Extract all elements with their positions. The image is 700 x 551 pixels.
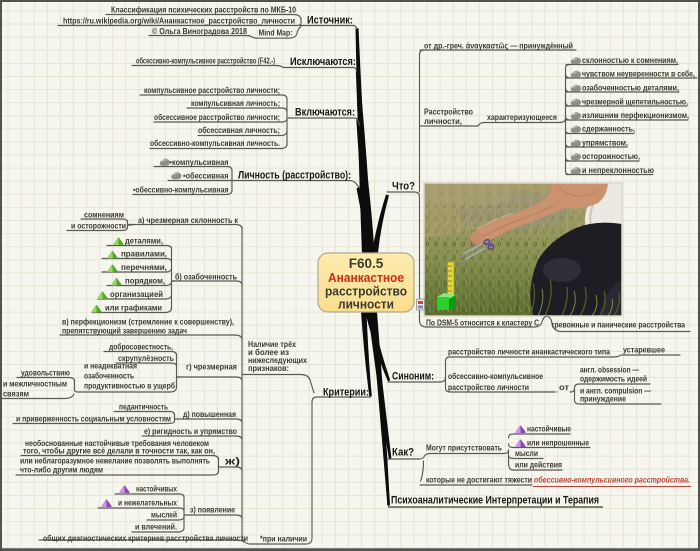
- svg-text:перечнями,: перечнями,: [121, 262, 167, 272]
- svg-text:з) появление: з) появление: [190, 505, 235, 515]
- svg-text:в) перфекционизм (стремление к: в) перфекционизм (стремление к совершенс…: [62, 317, 234, 327]
- svg-text:настойчивых: настойчивых: [136, 484, 177, 494]
- svg-text:одержимость идеей: одержимость идеей: [580, 374, 647, 384]
- svg-text:Наличие трёх: Наличие трёх: [248, 339, 296, 349]
- svg-text:Mind Map:: Mind Map:: [259, 28, 293, 38]
- svg-text:и неадекватная: и неадекватная: [84, 361, 137, 371]
- svg-text:•компульсивная: •компульсивная: [170, 157, 229, 167]
- svg-text:По DSM-5 относится к кластеру: По DSM-5 относится к кластеру C: [426, 318, 539, 328]
- svg-text:б) озабоченность: б) озабоченность: [175, 272, 237, 282]
- svg-text:мыслей: мыслей: [151, 510, 177, 520]
- svg-text:обсессивно-компульсивное расст: обсессивно-компульсивное расстройство (F…: [136, 56, 275, 66]
- svg-text:устаревшее: устаревшее: [623, 345, 665, 355]
- svg-text:мысли: мысли: [515, 448, 538, 458]
- svg-text:правилами,: правилами,: [121, 249, 167, 259]
- svg-text:Включаются:: Включаются:: [295, 107, 355, 119]
- svg-text:необоснованные настойчивые тре: необоснованные настойчивые требования че…: [25, 438, 209, 448]
- svg-text:Классификация психических расс: Классификация психических расстройств по…: [111, 5, 296, 15]
- svg-text:или графиками: или графиками: [105, 303, 162, 313]
- svg-text:расстройство личности: расстройство личности: [448, 382, 529, 392]
- svg-text:Могут присутствовать: Могут присутствовать: [426, 443, 502, 453]
- svg-text:что-либо другим людям: что-либо другим людям: [20, 465, 103, 475]
- svg-text:обессивно-компульсивного расст: обессивно-компульсивного расстройства.: [534, 475, 690, 485]
- svg-text:и приверженность социальным ус: и приверженность социальным условностям: [16, 414, 171, 424]
- svg-text:от др.-греч. ἀναγκαστῶς — прин: от др.-греч. ἀναγκαστῶς — принуждённый: [424, 41, 573, 51]
- svg-text:чувством неуверенности в себе,: чувством неуверенности в себе,: [582, 69, 695, 79]
- svg-text:•обессивно-компульсивная: •обессивно-компульсивная: [133, 185, 229, 195]
- svg-text:обсессивно-компульсивная лично: обсессивно-компульсивная личность.: [150, 138, 280, 148]
- svg-text:расстройство личности ананкаст: расстройство личности ананкастического т…: [448, 347, 610, 357]
- svg-text:ж): ж): [224, 457, 240, 468]
- svg-text:общих диагностических критерие: общих диагностических критериев расстрой…: [43, 533, 248, 543]
- svg-text:г) чрезмерная: г) чрезмерная: [186, 362, 237, 372]
- svg-text:или непрошенные: или непрошенные: [527, 438, 589, 448]
- svg-text:обсессивная личность;: обсессивная личность;: [198, 125, 280, 135]
- svg-text:Ананкастное: Ананкастное: [328, 270, 404, 285]
- svg-text:и влечений.: и влечений.: [135, 522, 177, 532]
- svg-text:удовольствию: удовольствию: [21, 368, 70, 378]
- svg-text:озабоченностью деталями,: озабоченностью деталями,: [582, 83, 679, 93]
- svg-text:продуктивностью в ущерб: продуктивностью в ущерб: [84, 381, 175, 391]
- svg-text:и нежелательных: и нежелательных: [118, 498, 177, 508]
- svg-text:от: от: [559, 382, 569, 392]
- svg-text:порядком,: порядком,: [125, 276, 165, 286]
- svg-text:Что?: Что?: [392, 181, 415, 193]
- svg-text:и осторожности: и осторожности: [71, 221, 126, 231]
- svg-text:и непреклонностью: и непреклонностью: [582, 165, 654, 175]
- svg-text:обсессивное расстройство лично: обсессивное расстройство личности;: [154, 112, 280, 122]
- svg-text:а) чрезмерная склонность к: а) чрезмерная склонность к: [138, 215, 239, 225]
- svg-text:признаков:: признаков:: [248, 363, 289, 373]
- svg-text:Источник:: Источник:: [307, 15, 353, 27]
- svg-text:педантичность: педантичность: [119, 402, 168, 412]
- svg-text:•обессивная: •обессивная: [183, 171, 229, 181]
- svg-text:или неблагоразумное нежелание: или неблагоразумное нежелание позволять …: [20, 456, 210, 466]
- svg-text:настойчивые: настойчивые: [527, 424, 571, 434]
- svg-text:д) повышенная: д) повышенная: [183, 409, 236, 419]
- svg-text:сомнениям: сомнениям: [84, 210, 124, 220]
- svg-text:расстройство: расстройство: [325, 284, 407, 299]
- svg-text:личности: личности: [338, 297, 394, 312]
- svg-text:добросовестность,: добросовестность,: [109, 342, 173, 352]
- svg-text:Синоним:: Синоним:: [392, 371, 434, 383]
- svg-text:сдержанность,: сдержанность,: [582, 124, 635, 134]
- svg-text:нижеследующих: нижеследующих: [248, 355, 307, 365]
- svg-text:личности,: личности,: [424, 116, 462, 126]
- svg-text:тревожные и панические расстро: тревожные и панические расстройства: [551, 320, 685, 330]
- svg-text:Как?: Как?: [392, 447, 414, 459]
- svg-text:склонностью к сомнениям,: склонностью к сомнениям,: [582, 55, 678, 65]
- svg-text:F60.5: F60.5: [349, 256, 384, 271]
- svg-text:принуждение: принуждение: [580, 394, 626, 404]
- svg-text:чрезмерной щепетильностью,: чрезмерной щепетильностью,: [582, 97, 688, 107]
- svg-text:*при наличии: *при наличии: [260, 534, 307, 544]
- svg-text:обсессивно-компульсивное: обсессивно-компульсивное: [448, 371, 543, 381]
- svg-text:препятствующий завершению зада: препятствующий завершению задач: [62, 326, 187, 336]
- svg-text:излишним перфекционизмом,: излишним перфекционизмом,: [582, 110, 689, 120]
- svg-text:или действия: или действия: [515, 460, 562, 470]
- svg-text:связям: связям: [3, 389, 29, 399]
- svg-text:того, чтобы другие всё делали: того, чтобы другие всё делали в точности…: [23, 446, 215, 456]
- svg-text:организацией: организацией: [110, 289, 163, 299]
- svg-text:компульсивная личность;: компульсивная личность;: [191, 98, 280, 108]
- svg-text:Психоаналитические Интерпретац: Психоаналитические Интерпретации и Терап…: [391, 495, 599, 507]
- svg-text:характеризующееся: характеризующееся: [487, 112, 557, 122]
- svg-text:е) ригидность и упрямство: е) ригидность и упрямство: [144, 426, 237, 436]
- svg-text:англ. obsession —: англ. obsession —: [580, 365, 639, 375]
- svg-text:и межличностным: и межличностным: [3, 379, 67, 389]
- svg-text:скрупулёзность: скрупулёзность: [118, 353, 174, 363]
- svg-text:Расстройство: Расстройство: [424, 107, 473, 117]
- svg-text:упрямством,: упрямством,: [582, 138, 628, 148]
- svg-text:Критерии:: Критерии:: [323, 387, 369, 399]
- svg-text:компульсивное расстройство лич: компульсивное расстройство личности;: [144, 85, 280, 95]
- svg-text:Исключаются:: Исключаются:: [290, 56, 356, 68]
- svg-text:которые не достигают тяжести: которые не достигают тяжести: [426, 475, 532, 485]
- svg-text:озабоченность: озабоченность: [84, 371, 134, 381]
- svg-text:и более из: и более из: [248, 347, 289, 357]
- svg-text:© Ольга Виноградова 2018: © Ольга Виноградова 2018: [152, 26, 247, 36]
- svg-text:деталями,: деталями,: [125, 236, 163, 246]
- svg-text:осторожностью,: осторожностью,: [582, 151, 640, 161]
- svg-text:и англ. compulsion —: и англ. compulsion —: [580, 386, 651, 396]
- svg-text:https://ru.wikipedia.org/wiki/: https://ru.wikipedia.org/wiki/Ананкастно…: [63, 16, 295, 26]
- svg-text:Личность (расстройство):: Личность (расстройство):: [238, 170, 351, 182]
